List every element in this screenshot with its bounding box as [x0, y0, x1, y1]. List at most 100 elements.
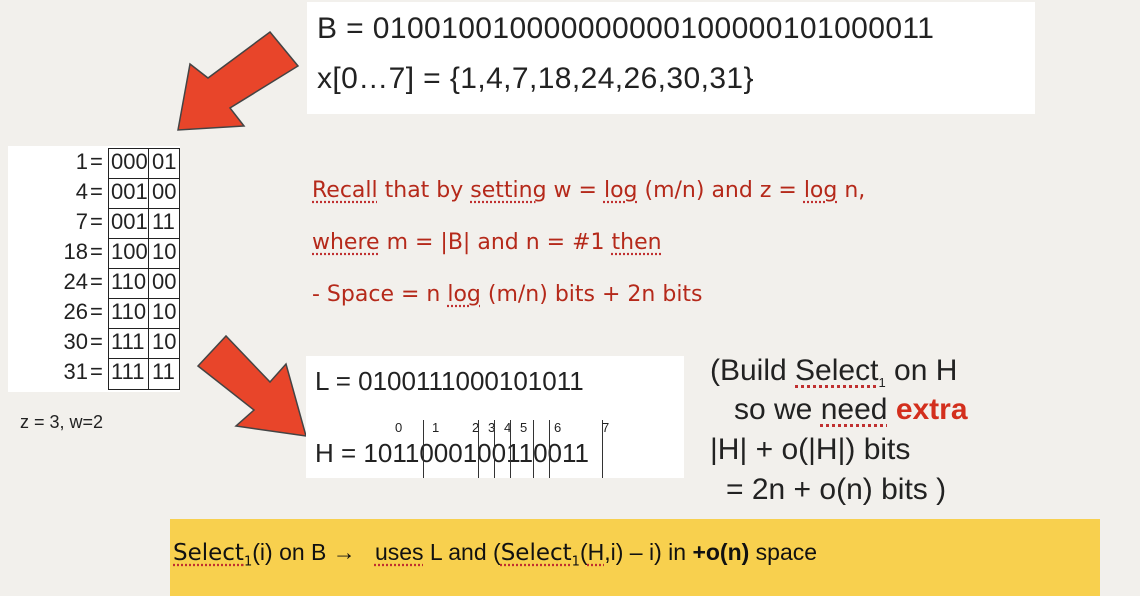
select-label: Select [173, 540, 244, 566]
b-definition: B = 010010010000000000100000101000011 [317, 12, 935, 45]
h-separator [533, 420, 534, 478]
row-low-bits: 11 [152, 359, 175, 384]
h-index-4: 4 [504, 420, 512, 435]
row-high-bits: 110 [111, 269, 147, 294]
table-row-divider [108, 178, 180, 180]
recall-word: log [447, 282, 481, 307]
build-line-3: |H| + o(|H|) bits [710, 433, 911, 466]
h-separator [510, 420, 511, 478]
select-subscript: 1 [878, 375, 886, 390]
recall-word: where [312, 230, 380, 255]
select-label: Select [500, 540, 572, 566]
select-word: Select1 [173, 540, 252, 570]
build-select: Select1 [795, 354, 886, 390]
h-index-7: 7 [602, 420, 610, 435]
table-row-divider [108, 328, 180, 330]
space-bound: +o(n) [692, 539, 750, 565]
build-text: (Build [710, 354, 796, 387]
recall-text: m = |B| and n = #1 [379, 230, 612, 255]
summary-text: (i) on B → [252, 539, 363, 565]
recall-word: log [803, 178, 838, 203]
row-equals: = [90, 269, 103, 294]
uses-word: uses [374, 539, 424, 565]
row-high-bits: 110 [111, 299, 147, 324]
row-number: 30 [63, 329, 88, 354]
select-word: Select1 [500, 540, 580, 570]
h-index-5: 5 [520, 420, 528, 435]
row-low-bits: 11 [152, 209, 175, 234]
row-low-bits: 00 [152, 179, 177, 204]
select-summary: Select1(i) on B → uses L and (Select1(H,… [173, 539, 817, 570]
row-number: 31 [63, 359, 88, 384]
row-low-bits: 01 [152, 149, 177, 174]
row-high-bits: 100 [111, 239, 148, 264]
row-low-bits: 00 [152, 269, 177, 294]
build-text: so we [734, 393, 821, 426]
recall-text: (m/n) bits + 2n bits [480, 282, 703, 307]
bit-vector-box: B = 010010010000000000100000101000011 x[… [307, 2, 1035, 114]
row-equals: = [90, 209, 103, 234]
table-border-top [108, 148, 180, 150]
summary-text: ,i) – i) in [604, 539, 693, 565]
h-separator [494, 420, 495, 478]
row-number: 18 [63, 239, 88, 264]
h-separator [549, 420, 550, 478]
recall-text: - Space = n [312, 282, 448, 307]
summary-text: ( [579, 539, 588, 565]
h-index-0: 0 [395, 420, 403, 435]
x-definition: x[0…7] = {1,4,7,18,24,26,30,31} [317, 62, 754, 95]
l-definition: L = 0100111000101011 [315, 366, 584, 396]
arrow-down-right-icon [196, 334, 308, 437]
select-word: Select [795, 354, 879, 387]
row-number: 4 [75, 179, 88, 204]
build-text: on H [885, 354, 958, 387]
recall-line-1: Recall that by setting w = log (m/n) and… [312, 178, 865, 203]
row-equals: = [90, 179, 103, 204]
recall-word: then [611, 230, 662, 255]
recall-text: (m/n) and z = [637, 178, 804, 203]
h-word: H [587, 539, 605, 565]
row-number: 26 [63, 299, 88, 324]
h-prefix: H = [315, 438, 364, 468]
row-equals: = [90, 299, 103, 324]
row-low-bits: 10 [152, 239, 177, 264]
select-subscript: 1 [243, 554, 253, 570]
select-summary-bar: Select1(i) on B → uses L and (Select1(H,… [170, 519, 1100, 596]
h-index-2: 2 [472, 420, 480, 435]
recall-word: setting [470, 178, 547, 203]
row-high-bits: 001 [111, 179, 148, 204]
row-high-bits: 000 [111, 149, 148, 174]
table-row-divider [108, 238, 180, 240]
row-low-bits: 10 [152, 299, 177, 324]
recall-text: n, [837, 178, 866, 203]
arrow-down-left-icon [177, 30, 300, 131]
row-number: 24 [63, 269, 88, 294]
table-params: z = 3, w=2 [20, 412, 104, 432]
row-high-bits: 111 [111, 329, 145, 354]
build-text [887, 393, 895, 426]
summary-text: space [749, 539, 818, 565]
build-line-2: so we need extra [734, 393, 968, 427]
build-line-4: = 2n + o(n) bits ) [726, 473, 947, 506]
select-subscript: 1 [571, 554, 580, 570]
need-word: need [820, 393, 888, 426]
recall-line-2: where m = |B| and n = #1 then [312, 230, 662, 255]
lh-box: L = 0100111000101011 H = 101100010011001… [306, 356, 684, 478]
row-low-bits: 10 [152, 329, 177, 354]
row-high-bits: 001 [111, 209, 148, 234]
summary-text: L and ( [423, 539, 501, 565]
recall-word: log [603, 178, 638, 203]
recall-word: Recall [312, 178, 378, 203]
h-index-1: 1 [432, 420, 440, 435]
table-row-divider [108, 298, 180, 300]
table-divider [148, 148, 150, 390]
table-row-divider [108, 358, 180, 360]
recall-text: w = [546, 178, 604, 203]
extra-word: extra [895, 393, 968, 426]
